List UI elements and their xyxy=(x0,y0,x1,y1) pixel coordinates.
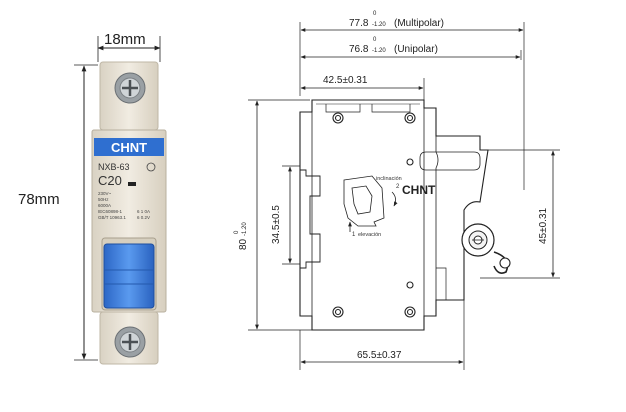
side-spec-1: 6 1 0A xyxy=(137,209,150,214)
dim-unipolar-tol-upper: 0 xyxy=(373,37,377,43)
dim-height-value: 80 xyxy=(238,238,249,250)
height-label: 78mm xyxy=(18,191,60,208)
toggle-lever[interactable] xyxy=(103,243,155,309)
dim-unipolar-tol-lower: -1.20 xyxy=(372,48,386,54)
dim-rail-value: 34.5±0.5 xyxy=(271,205,282,244)
spec-line-1: 230V~ xyxy=(98,191,112,196)
front-brand-logo: CHNT xyxy=(111,140,147,155)
bottom-screw-icon xyxy=(114,326,146,358)
dim-multipolar-tol-lower: -1.20 xyxy=(372,22,386,28)
side-body xyxy=(299,99,489,331)
side-brand-logo: CHNT xyxy=(402,183,436,197)
orientation-sketch xyxy=(343,175,398,232)
top-screw-icon xyxy=(114,72,146,104)
cert-mark-icon xyxy=(146,162,156,172)
dim-unipolar-value: 76.8 xyxy=(349,44,369,55)
dim-right-value: 45±0.31 xyxy=(538,207,549,244)
front-view: 18mm 78mm CHNT NXB-63 C20 230 xyxy=(18,31,167,365)
spec-line-4: IEC60898-1 xyxy=(98,209,123,214)
side-view xyxy=(248,22,560,370)
knob-icon xyxy=(461,223,511,274)
dim-bottom-value: 65.5±0.37 xyxy=(357,350,402,361)
dim-multipolar-tol-upper: 0 xyxy=(373,11,377,17)
label-marker-1: 1 xyxy=(352,232,356,238)
spec-line-2: 50Hz xyxy=(98,197,109,202)
spec-line-3: 6000A xyxy=(98,203,111,208)
dim-unipolar-note: (Unipolar) xyxy=(394,44,438,55)
indicator-window xyxy=(128,182,136,186)
dim-multipolar-note: (Multipolar) xyxy=(394,18,444,29)
dim-multipolar-value: 77.8 xyxy=(349,18,369,29)
side-spec-2: 6 0.2V xyxy=(137,215,150,220)
rating-label: C20 xyxy=(98,173,122,188)
dim-partial-value: 42.5±0.31 xyxy=(323,75,368,86)
label-marker-2: 2 xyxy=(396,184,400,190)
spec-line-5: GB/T 10963.1 xyxy=(98,215,126,220)
dim-height-tol-lower: -1.20 xyxy=(242,222,248,236)
label-inclination: inclinación xyxy=(376,176,402,182)
dim-height-tol-upper: 0 xyxy=(234,230,240,234)
brand-band xyxy=(94,138,164,156)
model-label: NXB-63 xyxy=(98,162,130,172)
width-label: 18mm xyxy=(104,31,146,48)
label-elevation: elevación xyxy=(358,232,381,238)
